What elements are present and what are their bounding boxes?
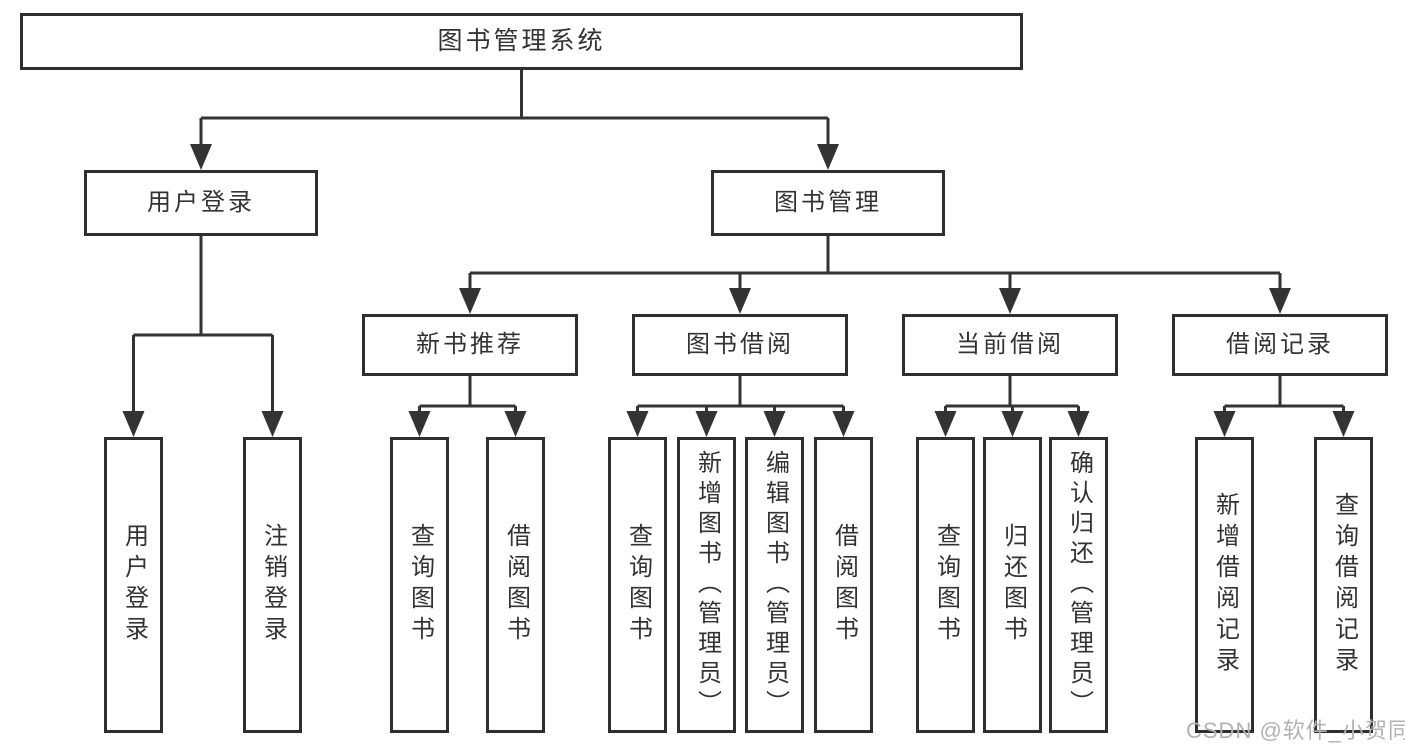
leaf-query-books-2-label: 查询图书: [624, 523, 652, 647]
leaf-add-borrow-record: 新增借阅记录: [1195, 437, 1254, 733]
leaf-query-borrow-record: 查询借阅记录: [1314, 437, 1373, 733]
leaf-add-book-admin-label: 新增图书（管理员）: [693, 450, 721, 720]
leaf-edit-book-admin: 编辑图书（管理员）: [745, 437, 804, 733]
connector-book-borrow-children: [626, 376, 855, 437]
leaf-borrow-books-1-label: 借阅图书: [502, 523, 530, 647]
node-current-borrow: 当前借阅: [902, 314, 1118, 376]
node-book-management: 图书管理: [711, 170, 945, 236]
leaf-confirm-return-admin-label: 确认归还（管理员）: [1065, 450, 1093, 720]
node-root: 图书管理系统: [20, 13, 1023, 70]
connector-borrow-records-children: [1213, 376, 1355, 437]
node-book-borrow: 图书借阅: [632, 314, 848, 376]
leaf-confirm-return-admin: 确认归还（管理员）: [1049, 437, 1108, 733]
leaf-query-borrow-record-label: 查询借阅记录: [1330, 492, 1358, 678]
leaf-query-books-1-label: 查询图书: [406, 523, 434, 647]
leaf-borrow-books-2-label: 借阅图书: [830, 523, 858, 647]
leaf-edit-book-admin-label: 编辑图书（管理员）: [761, 450, 789, 720]
node-borrow-records-label: 借阅记录: [1226, 331, 1334, 358]
leaf-add-book-admin: 新增图书（管理员）: [677, 437, 736, 733]
connector-user-login-children: [122, 236, 284, 437]
leaf-query-books-3-label: 查询图书: [932, 523, 960, 647]
node-new-book-recommend: 新书推荐: [362, 314, 578, 376]
leaf-return-book: 归还图书: [983, 437, 1042, 733]
connector-current-borrow-children: [934, 376, 1090, 437]
connector-book-management-to-level3: [459, 236, 1291, 314]
connector-new-book-children: [408, 376, 527, 437]
leaf-logout-label: 注销登录: [259, 523, 287, 647]
leaf-borrow-books-2: 借阅图书: [814, 437, 873, 733]
leaf-user-login-label: 用户登录: [120, 523, 148, 647]
leaf-logout: 注销登录: [243, 437, 302, 733]
node-user-login: 用户登录: [84, 170, 318, 236]
leaf-user-login: 用户登录: [104, 437, 163, 733]
node-current-borrow-label: 当前借阅: [956, 331, 1064, 358]
leaf-add-borrow-record-label: 新增借阅记录: [1211, 492, 1239, 678]
watermark: CSDN @软件_小贺同学: [1186, 718, 1405, 743]
leaf-query-books-1: 查询图书: [390, 437, 449, 733]
leaf-borrow-books-1: 借阅图书: [486, 437, 545, 733]
leaf-return-book-label: 归还图书: [999, 523, 1027, 647]
node-new-book-recommend-label: 新书推荐: [416, 331, 524, 358]
leaf-query-books-2: 查询图书: [608, 437, 667, 733]
node-book-borrow-label: 图书借阅: [686, 331, 794, 358]
node-borrow-records: 借阅记录: [1172, 314, 1388, 376]
leaf-query-books-3: 查询图书: [916, 437, 975, 733]
node-root-label: 图书管理系统: [437, 27, 606, 55]
connector-root-to-level2: [190, 70, 839, 170]
node-book-management-label: 图书管理: [774, 189, 882, 216]
node-user-login-label: 用户登录: [147, 189, 255, 216]
